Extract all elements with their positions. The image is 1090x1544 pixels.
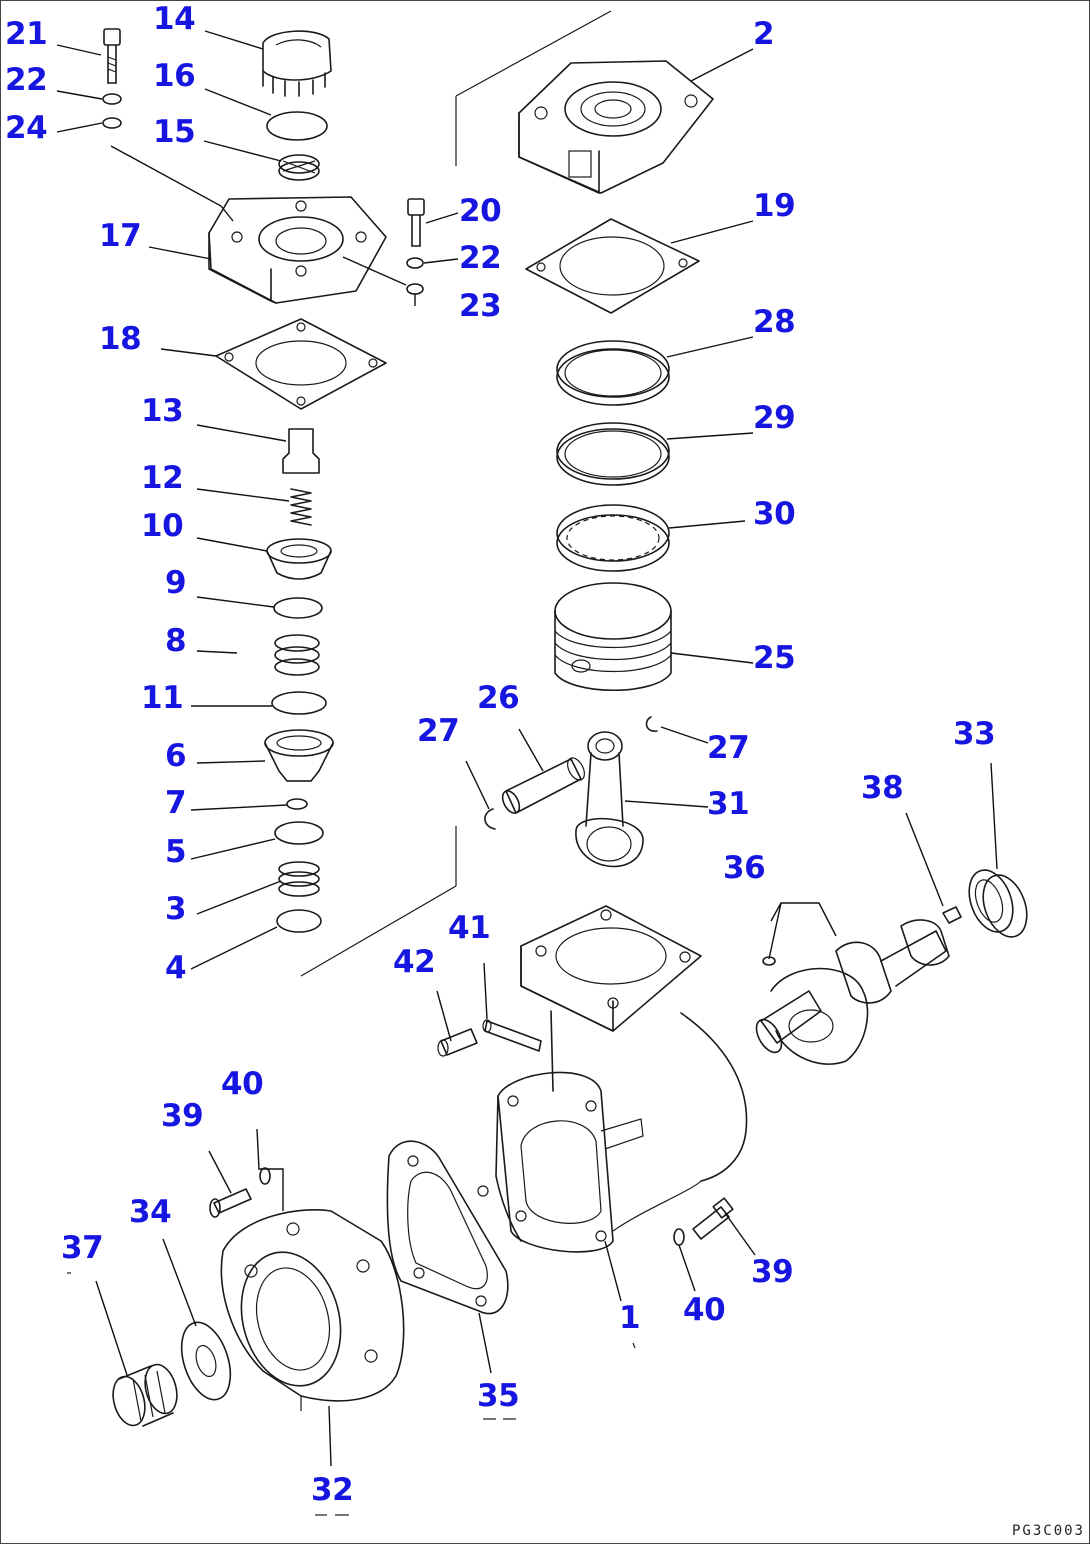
- part-label-23: 23: [459, 288, 502, 324]
- part-label-7: 7: [165, 785, 187, 821]
- bearing-cover-32-shape: [220, 1208, 405, 1411]
- needle-bearing-37-shape: [112, 1363, 178, 1427]
- part-label-22b: 22: [459, 240, 502, 276]
- part-label-39b: 39: [751, 1254, 794, 1290]
- part-label-34: 34: [129, 1194, 172, 1230]
- part-label-9: 9: [165, 565, 187, 601]
- part-label-19: 19: [753, 188, 796, 224]
- part-label-1: 1: [619, 1300, 641, 1336]
- bolt-39a-shape: [209, 1188, 252, 1218]
- part-label-2: 2: [753, 16, 775, 52]
- pin-41-shape: [482, 1019, 542, 1052]
- bolt-20-shape: [407, 198, 425, 247]
- o-ring-11-shape: [271, 691, 327, 715]
- part-label-39a: 39: [161, 1098, 204, 1134]
- oil-ring-30-shape: [556, 504, 670, 572]
- part-label-20: 20: [459, 193, 502, 229]
- part-label-8: 8: [165, 623, 187, 659]
- piston-ring-29-shape: [556, 422, 670, 486]
- part-label-12: 12: [141, 460, 184, 496]
- part-label-16: 16: [153, 58, 196, 94]
- valve-6-shape: [264, 729, 334, 782]
- washer-4-shape: [276, 909, 322, 933]
- key-38-shape: [942, 906, 962, 924]
- part-label-5: 5: [165, 834, 187, 870]
- ring-7-shape: [286, 798, 308, 810]
- part-label-11: 11: [141, 680, 184, 716]
- part-label-27b: 27: [707, 730, 750, 766]
- disc-5-shape: [274, 821, 324, 845]
- part-label-25: 25: [753, 640, 796, 676]
- valve-seat-10-shape: [266, 538, 332, 580]
- part-label-37: 37: [61, 1230, 104, 1266]
- spring-8-shape: [274, 634, 320, 676]
- part-label-6: 6: [165, 738, 187, 774]
- part-label-40b: 40: [683, 1292, 726, 1328]
- part-label-40a: 40: [221, 1066, 264, 1102]
- part-label-28: 28: [753, 304, 796, 340]
- gasket-19-shape: [525, 218, 700, 314]
- washer-40b-shape: [673, 1228, 685, 1246]
- piston-25-shape: [554, 582, 672, 692]
- part-label-41: 41: [448, 910, 491, 946]
- part-label-35: 35: [477, 1378, 520, 1414]
- part-label-42: 42: [393, 944, 436, 980]
- crankcase-1-shape: [495, 905, 748, 1253]
- part-label-3: 3: [165, 891, 187, 927]
- part-label-33: 33: [953, 716, 996, 752]
- connecting-rod-31-shape: [575, 731, 644, 868]
- crankshaft-36-shape: [755, 919, 950, 1065]
- alignment-axis-lines: [300, 10, 612, 977]
- part-label-10: 10: [141, 508, 184, 544]
- spring-15-shape: [278, 154, 320, 181]
- part-label-31: 31: [707, 786, 750, 822]
- circlip-27a-shape: [484, 808, 496, 830]
- bolt-39b-shape: [692, 1197, 734, 1240]
- part-label-30: 30: [753, 496, 796, 532]
- part-label-24: 24: [5, 110, 48, 146]
- part-label-38: 38: [861, 770, 904, 806]
- gasket-18-shape: [215, 318, 387, 410]
- bolt-21-shape: [103, 28, 121, 84]
- washer-40a-shape: [259, 1167, 271, 1185]
- cylinder-head-2-shape: [518, 60, 714, 194]
- circlip-27b-shape: [645, 716, 658, 732]
- piston-ring-28-shape: [556, 340, 670, 406]
- part-label-15: 15: [153, 114, 196, 150]
- washer-22b-shape: [406, 257, 424, 269]
- spring-3-shape: [278, 861, 320, 897]
- part-label-18: 18: [99, 321, 142, 357]
- washer-24-shape: [102, 117, 122, 129]
- oil-seal-34-shape: [180, 1321, 232, 1401]
- gasket-35-shape: [386, 1140, 509, 1315]
- valve-body-17-shape: [208, 196, 387, 304]
- plug-42-shape: [437, 1028, 478, 1057]
- part-label-22: 22: [5, 62, 48, 98]
- part-label-27a: 27: [417, 713, 460, 749]
- part-label-4: 4: [165, 950, 187, 986]
- piston-pin-26-shape: [501, 757, 585, 814]
- washer-23-shape: [406, 283, 424, 295]
- part-label-32: 32: [311, 1472, 354, 1508]
- washer-22-shape: [102, 93, 122, 105]
- part-label-17: 17: [99, 218, 142, 254]
- bearing-33-shape: [968, 869, 1028, 938]
- part-label-26: 26: [477, 680, 520, 716]
- o-ring-16-shape: [266, 111, 328, 141]
- part-label-13: 13: [141, 393, 184, 429]
- part-label-36: 36: [723, 850, 766, 886]
- part-label-29: 29: [753, 400, 796, 436]
- spring-12-shape: [290, 488, 312, 526]
- drawing-id: PG3C003: [1011, 1523, 1085, 1539]
- part-label-14: 14: [153, 1, 196, 37]
- part-label-21: 21: [5, 16, 48, 52]
- leader-lines: [56, 30, 998, 1516]
- valve-cap-14-shape: [262, 30, 332, 97]
- ring-9-shape: [273, 597, 323, 619]
- retainer-13-shape: [282, 428, 320, 474]
